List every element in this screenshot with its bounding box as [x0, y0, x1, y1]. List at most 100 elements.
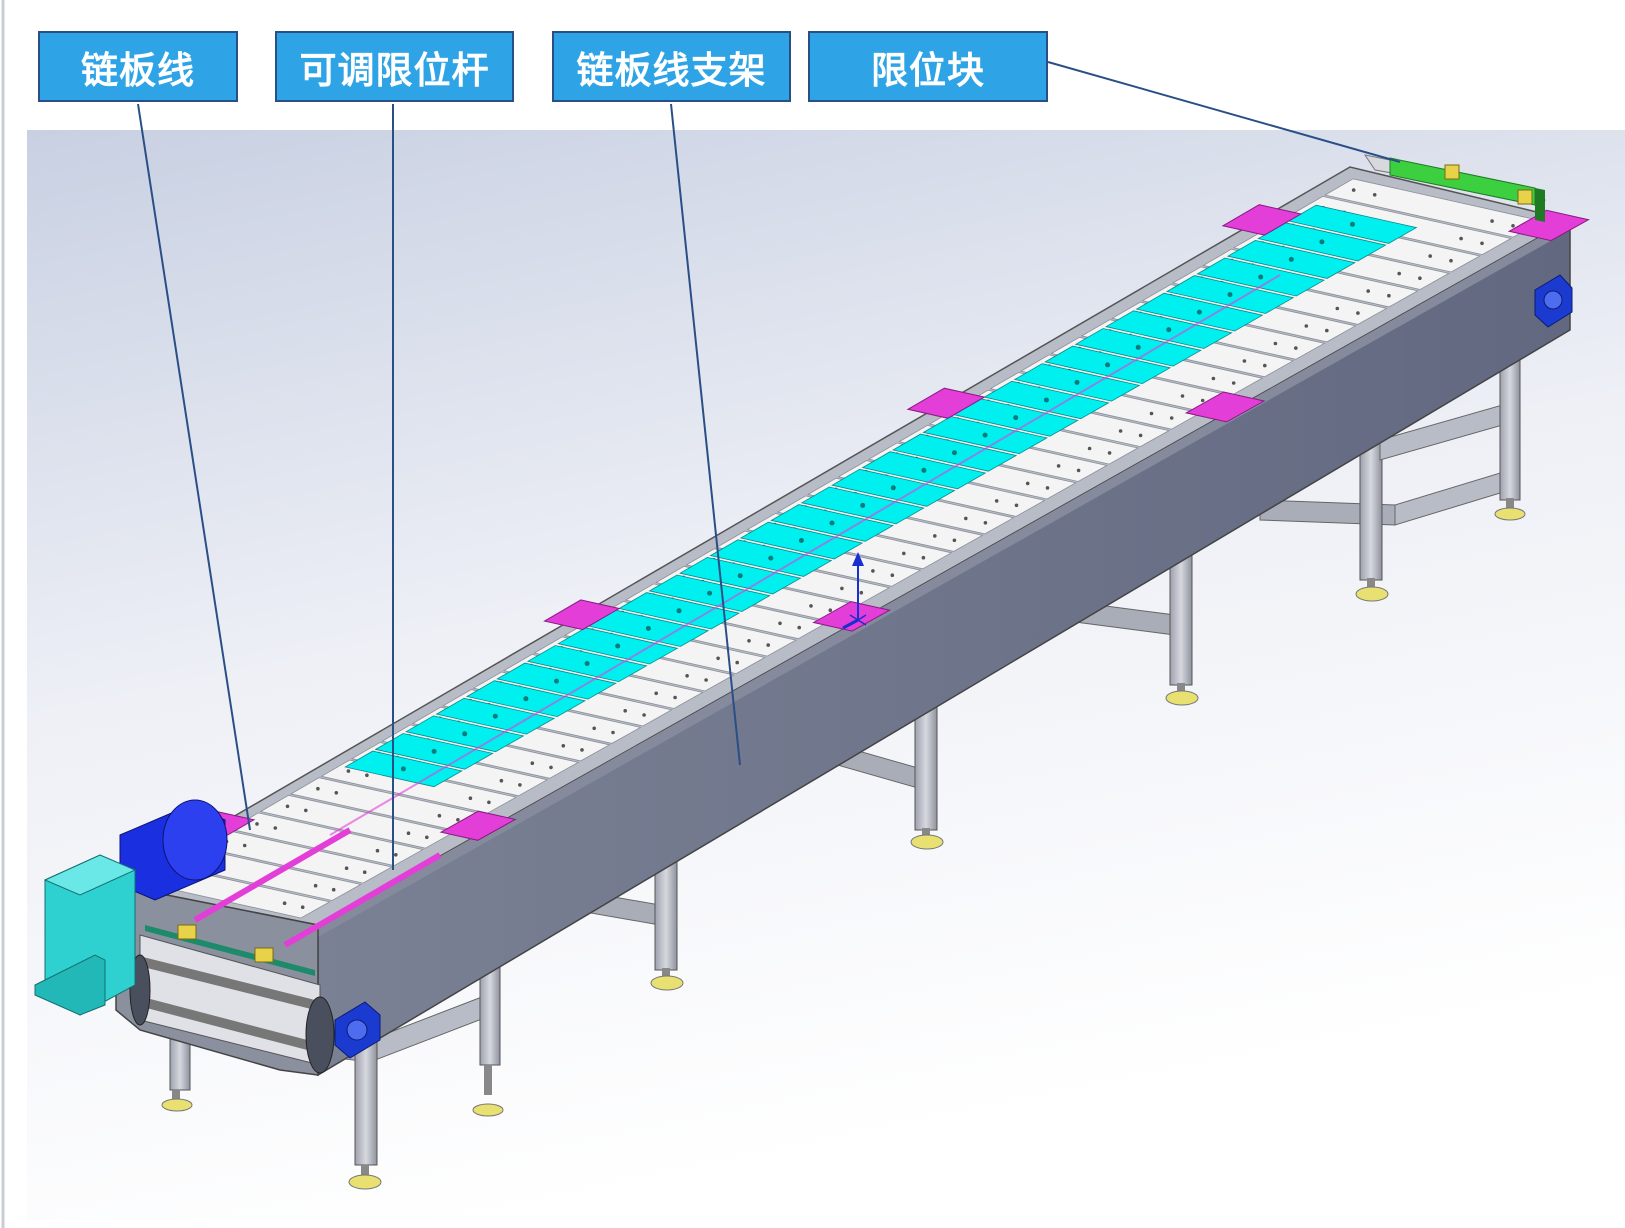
plate-hole [623, 709, 627, 713]
plate-hole [840, 586, 844, 591]
cyan-plate-hole [400, 766, 406, 772]
plate-hole [273, 826, 278, 830]
plate-hole [1180, 394, 1185, 398]
plate-hole [1231, 381, 1236, 385]
plate-hole [766, 643, 770, 647]
plate-hole [1366, 289, 1370, 293]
plate-hole [859, 590, 864, 595]
limit-clamp-left [906, 387, 986, 419]
plate-hole [1045, 486, 1050, 490]
plate-hole [778, 621, 782, 626]
cyan-plate-hole [1135, 344, 1141, 350]
plate-hole [1372, 193, 1377, 197]
plate-hole [673, 695, 677, 700]
plate-hole [1273, 341, 1278, 346]
plate-hole [1511, 224, 1515, 228]
plate-hole [1397, 271, 1401, 276]
plate-hole [331, 887, 336, 892]
plate-hole [334, 791, 339, 795]
plate-hole [1025, 481, 1030, 486]
plate-hole [518, 783, 522, 787]
plate-hole [1304, 324, 1309, 328]
plate-hole [1014, 503, 1019, 508]
plate-hole [499, 778, 504, 783]
plate-hole [1449, 258, 1453, 263]
plate-hole [1076, 468, 1081, 473]
chain-plate [320, 759, 518, 814]
cyan-plate-hole [1166, 327, 1172, 333]
plate-hole [964, 516, 968, 521]
plate-hole [394, 853, 398, 857]
cyan-plate-hole [492, 713, 498, 719]
label-limit-block: 限位块 [808, 31, 1048, 102]
front-limit-rail [145, 924, 315, 976]
cyan-plate-hole [1043, 397, 1049, 403]
plate-hole [255, 822, 259, 826]
cyan-plate-hole [615, 643, 621, 649]
leader-chain-plate-line-support [670, 103, 741, 766]
plate-hole [580, 748, 584, 752]
cyan-plate-hole [921, 467, 927, 473]
plate-hole [375, 848, 380, 853]
plate-hole [747, 639, 751, 643]
cyan-plate-hole [676, 608, 682, 614]
plate-hole [1107, 451, 1112, 455]
leader-lines [137, 61, 1401, 870]
plate-hole [1211, 376, 1216, 381]
plate-hole [642, 713, 646, 717]
plate-hole [716, 656, 720, 661]
label-adjustable-limit-rod: 可调限位杆 [275, 31, 514, 102]
plate-hole [1149, 411, 1154, 416]
plate-hole [983, 521, 988, 525]
cyan-plate-hole [1288, 256, 1294, 262]
plate-hole [313, 883, 318, 888]
plate-hole [933, 534, 937, 538]
cyan-plate-hole [431, 748, 437, 754]
cyan-plate-hole [860, 502, 866, 508]
label-chain-plate-line: 链板线 [38, 31, 238, 102]
limit-clamp-right [1507, 209, 1590, 242]
cyan-plate-hole [1258, 274, 1264, 280]
plate-hole [797, 625, 801, 630]
plate-hole [592, 726, 596, 731]
plate-hole [530, 761, 535, 765]
plate-hole [1294, 346, 1298, 350]
cyan-plate-hole [554, 678, 559, 684]
cyan-plate-hole [982, 432, 988, 438]
plate-hole [561, 744, 566, 748]
plate-hole [704, 678, 708, 682]
cyan-plate-hole [584, 661, 590, 666]
plate-hole [921, 555, 926, 560]
limit-clamp-right [439, 810, 517, 841]
plate-hole [871, 569, 875, 573]
plate-hole [654, 691, 658, 696]
plate-hole [1325, 328, 1329, 333]
plate-hole [828, 608, 833, 612]
plate-hole [1459, 236, 1463, 241]
plate-hole [304, 808, 308, 813]
plate-hole [1138, 433, 1143, 438]
plate-hole [344, 866, 349, 870]
plate-hole [994, 499, 999, 503]
cyan-plate-hole [890, 485, 896, 491]
cyan-plate-hole [952, 450, 957, 456]
label-chain-plate-line-support: 链板线支架 [552, 31, 791, 102]
cyan-plate-hole [1227, 292, 1233, 298]
plate-hole [1351, 188, 1356, 192]
plate-hole [1490, 219, 1494, 223]
cyan-plate-hole [1074, 379, 1080, 385]
plate-hole [437, 813, 442, 818]
cyan-plate-hole [645, 625, 651, 631]
plate-hole [316, 786, 320, 791]
plate-hole [1387, 293, 1391, 298]
plate-hole [1056, 464, 1061, 468]
plate-hole [346, 769, 351, 773]
plate-hole [456, 818, 460, 822]
cyan-plate-hole [1013, 415, 1019, 421]
plate-hole [362, 870, 367, 874]
plate-hole [1263, 363, 1267, 368]
cyan-plate-hole [798, 538, 804, 543]
drive-motor [34, 799, 228, 1016]
